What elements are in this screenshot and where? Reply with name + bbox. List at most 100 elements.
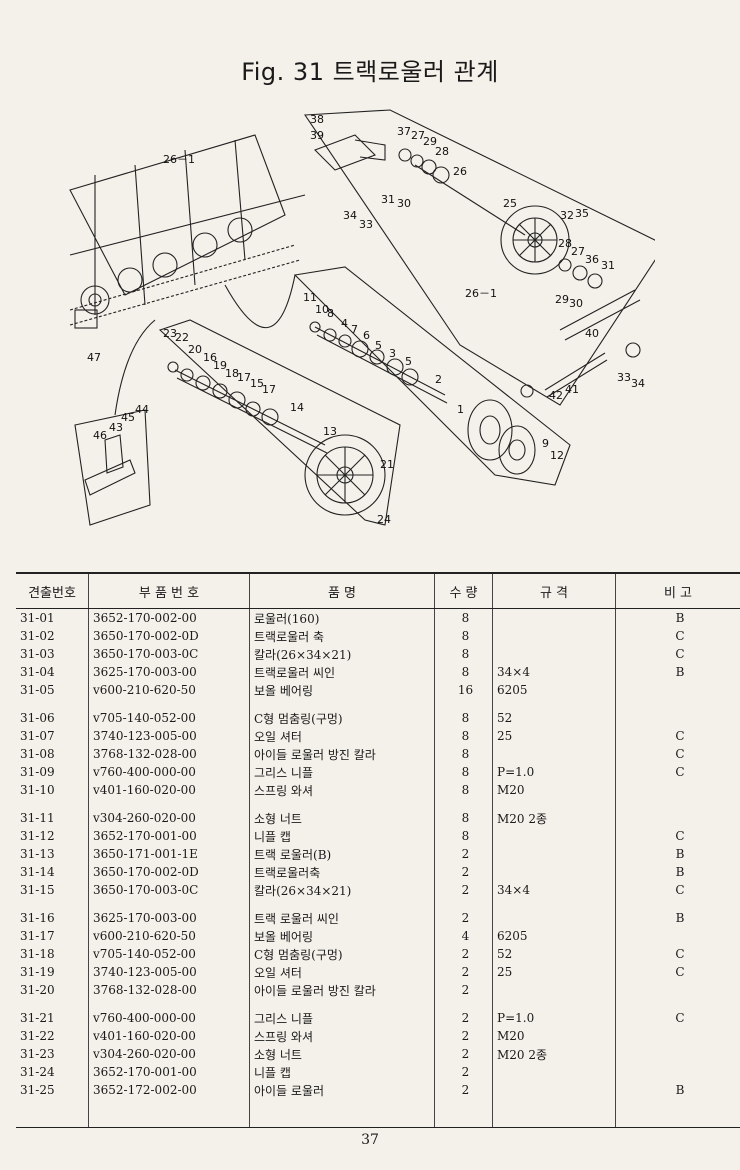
cell-part-name: 스프링 와셔 (249, 1027, 435, 1045)
cell-qty: 2 (434, 881, 493, 899)
svg-text:40: 40 (585, 327, 599, 340)
svg-text:4: 4 (341, 317, 348, 330)
cell-qty: 8 (434, 827, 493, 845)
cell-ref: 31-02 (20, 629, 55, 643)
cell-part-no: v600-210-620-50 (88, 681, 250, 699)
cell-ref: 31-22 (20, 1029, 55, 1043)
svg-text:38: 38 (310, 113, 324, 126)
cell-part-no: 3650-171-001-1E (88, 845, 250, 863)
svg-text:25: 25 (503, 197, 517, 210)
cell-remarks: B (615, 1081, 740, 1128)
cell-qty: 8 (434, 799, 493, 827)
cell-spec (492, 745, 616, 763)
svg-text:11: 11 (303, 291, 317, 304)
cell-ref: 31-12 (20, 829, 55, 843)
cell-ref: 31-10 (20, 783, 55, 797)
svg-text:2: 2 (435, 373, 442, 386)
svg-text:33: 33 (359, 218, 373, 231)
table-header-row: 견출번호 부 품 번 호 품 명 수 량 규 격 비 고 (16, 572, 740, 609)
cell-part-name: 아이들 로울러 방진 칼라 (249, 981, 435, 999)
cell-part-name: 칼라(26×34×21) (249, 645, 435, 663)
cell-remarks: C (615, 727, 740, 745)
cell-qty: 2 (434, 899, 493, 927)
svg-text:27: 27 (411, 129, 425, 142)
cell-qty: 2 (434, 1063, 493, 1081)
cell-part-name: 오일 셔터 (249, 963, 435, 981)
cell-part-name: 소형 너트 (249, 1045, 435, 1063)
cell-ref: 31-18 (20, 947, 55, 961)
cell-ref: 31-24 (20, 1065, 55, 1079)
cell-qty: 8 (434, 727, 493, 745)
cell-spec (492, 981, 616, 999)
cell-qty: 8 (434, 663, 493, 681)
cell-part-name: 보올 베어링 (249, 681, 435, 699)
svg-text:32: 32 (560, 209, 574, 222)
cell-part-name: 그리스 니플 (249, 999, 435, 1027)
cell-spec: 52 (492, 945, 616, 963)
cell-part-no: v760-400-000-00 (88, 763, 250, 781)
svg-text:42: 42 (549, 389, 563, 402)
cell-part-name: 니플 캡 (249, 1063, 435, 1081)
cell-remarks (615, 799, 740, 827)
cell-part-name: 트랙로울러 씨인 (249, 663, 435, 681)
svg-text:43: 43 (109, 421, 123, 434)
cell-spec: M20 2종 (492, 1045, 616, 1063)
svg-text:37: 37 (397, 125, 411, 138)
frame-middle (293, 266, 571, 486)
cell-remarks (615, 681, 740, 699)
cell-part-no: v401-160-020-00 (88, 1027, 250, 1045)
col-header-qty: 수 량 (434, 572, 493, 609)
cell-part-no: v760-400-000-00 (88, 999, 250, 1027)
cell-remarks: C (615, 963, 740, 981)
cell-qty: 8 (434, 745, 493, 763)
cell-part-name: 그리스 니플 (249, 763, 435, 781)
cell-remarks: B (615, 845, 740, 863)
cell-spec: 34×4 (492, 663, 616, 681)
svg-text:35: 35 (575, 207, 589, 220)
cell-part-name: C형 멈춤링(구멍) (249, 945, 435, 963)
cell-part-no: 3652-170-001-00 (88, 827, 250, 845)
cell-qty: 4 (434, 927, 493, 945)
svg-text:14: 14 (290, 401, 304, 414)
cell-ref: 31-13 (20, 847, 55, 861)
cell-spec (492, 627, 616, 645)
svg-text:1: 1 (457, 403, 464, 416)
cell-remarks: B (615, 663, 740, 681)
cell-part-no: 3740-123-005-00 (88, 727, 250, 745)
svg-text:41: 41 (565, 383, 579, 396)
cell-ref: 31-08 (20, 747, 55, 761)
svg-text:31: 31 (381, 193, 395, 206)
cell-qty: 2 (434, 1027, 493, 1045)
svg-text:3: 3 (389, 347, 396, 360)
cell-part-name: 스프링 와셔 (249, 781, 435, 799)
cell-remarks: B (615, 899, 740, 927)
cell-spec (492, 827, 616, 845)
cell-part-name: C형 멈춤링(구멍) (249, 699, 435, 727)
cell-remarks: C (615, 945, 740, 963)
machine-frame (69, 134, 306, 315)
svg-text:39: 39 (310, 129, 324, 142)
cell-qty: 2 (434, 1045, 493, 1063)
cell-remarks: C (615, 763, 740, 781)
cell-part-no: 3625-170-003-00 (88, 663, 250, 681)
svg-text:46: 46 (93, 429, 107, 442)
cell-part-name: 트랙로울러 축 (249, 627, 435, 645)
cell-spec: M20 2종 (492, 799, 616, 827)
svg-text:17: 17 (262, 383, 276, 396)
svg-text:34: 34 (343, 209, 357, 222)
